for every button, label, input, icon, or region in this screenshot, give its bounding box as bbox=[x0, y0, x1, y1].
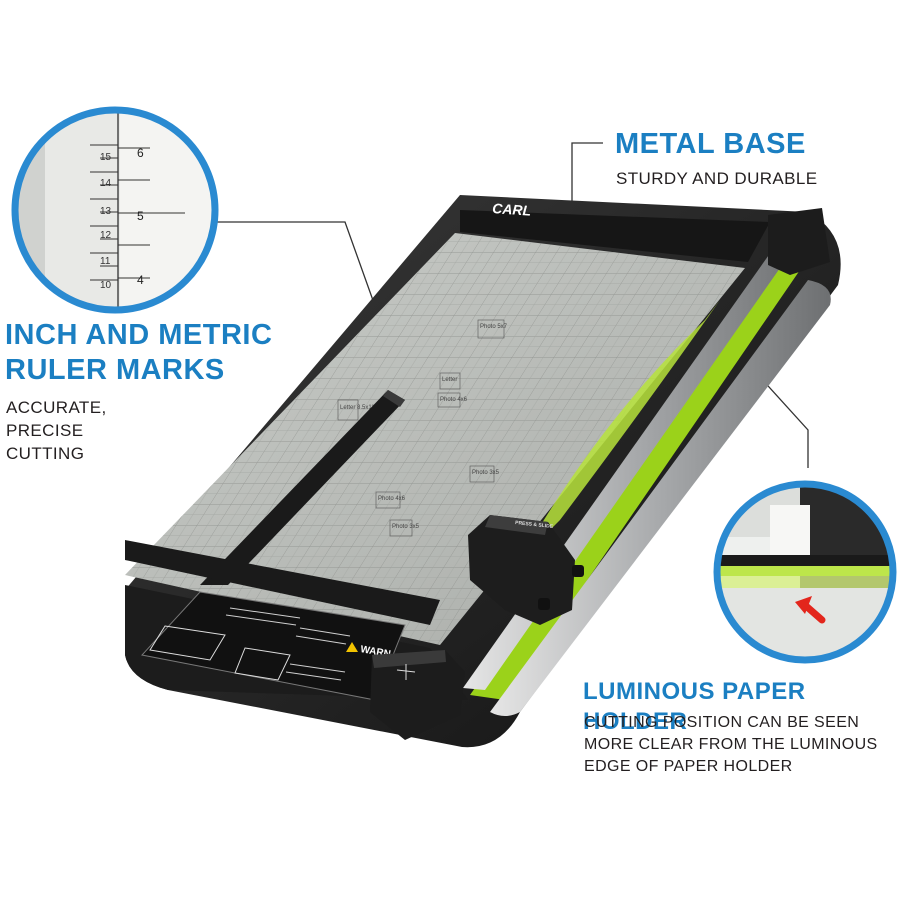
ruler-callout-line bbox=[215, 221, 381, 321]
start-label: START bbox=[782, 206, 802, 212]
inch-label: 5 bbox=[137, 209, 144, 223]
cm-label: 11 bbox=[100, 256, 111, 267]
ruler-marks-subtitle: ACCURATE, PRECISE CUTTING bbox=[6, 398, 107, 463]
photo-mark: Letter 8.5x11 bbox=[340, 405, 375, 411]
inch-label: 4 bbox=[137, 273, 144, 287]
end-cap bbox=[370, 650, 465, 740]
photo-mark: Photo 4x6 bbox=[378, 496, 406, 502]
press-slide-label: PRESS & SLIDE bbox=[515, 520, 554, 530]
metal-base-title: METAL BASE bbox=[615, 128, 806, 160]
cm-label: 14 bbox=[100, 178, 112, 189]
cm-label: 15 bbox=[100, 152, 112, 163]
ruler-marks-title: INCH AND METRIC RULER MARKS bbox=[5, 319, 273, 386]
start-block: START bbox=[768, 206, 830, 275]
cm-label: 10 bbox=[100, 280, 112, 291]
ruler-zoom-circle: 15 14 13 12 11 10 6 5 4 bbox=[11, 106, 219, 314]
cm-label: 12 bbox=[100, 230, 112, 241]
photo-mark: Photo 4x6 bbox=[440, 397, 468, 403]
photo-mark: Photo 3x5 bbox=[392, 524, 420, 530]
paper-holder-title: LUMINOUS PAPER HOLDER bbox=[583, 678, 806, 735]
cutting-head[interactable]: PRESS & SLIDE bbox=[468, 515, 584, 625]
squaring-arm bbox=[125, 390, 440, 625]
photo-mark: Photo 5x7 bbox=[480, 324, 508, 330]
inch-label: 6 bbox=[137, 146, 144, 160]
cm-label: 13 bbox=[100, 206, 112, 217]
red-arrow-icon bbox=[795, 596, 826, 624]
top-bar: CARL bbox=[460, 200, 770, 262]
cutting-board bbox=[125, 233, 745, 645]
paper-holder-subtitle: CUTTING POSITION CAN BE SEEN MORE CLEAR … bbox=[584, 714, 878, 775]
holder-zoom-circle bbox=[713, 480, 897, 664]
brand-logo: CARL bbox=[492, 200, 532, 219]
board-photo-marks: Photo 5x7 Letter Photo 4x6 Letter 8.5x11… bbox=[337, 319, 508, 537]
photo-mark: Photo 3x5 bbox=[472, 470, 500, 476]
metal-base-subtitle: STURDY AND DURABLE bbox=[616, 169, 818, 188]
photo-mark: Letter bbox=[442, 377, 457, 383]
